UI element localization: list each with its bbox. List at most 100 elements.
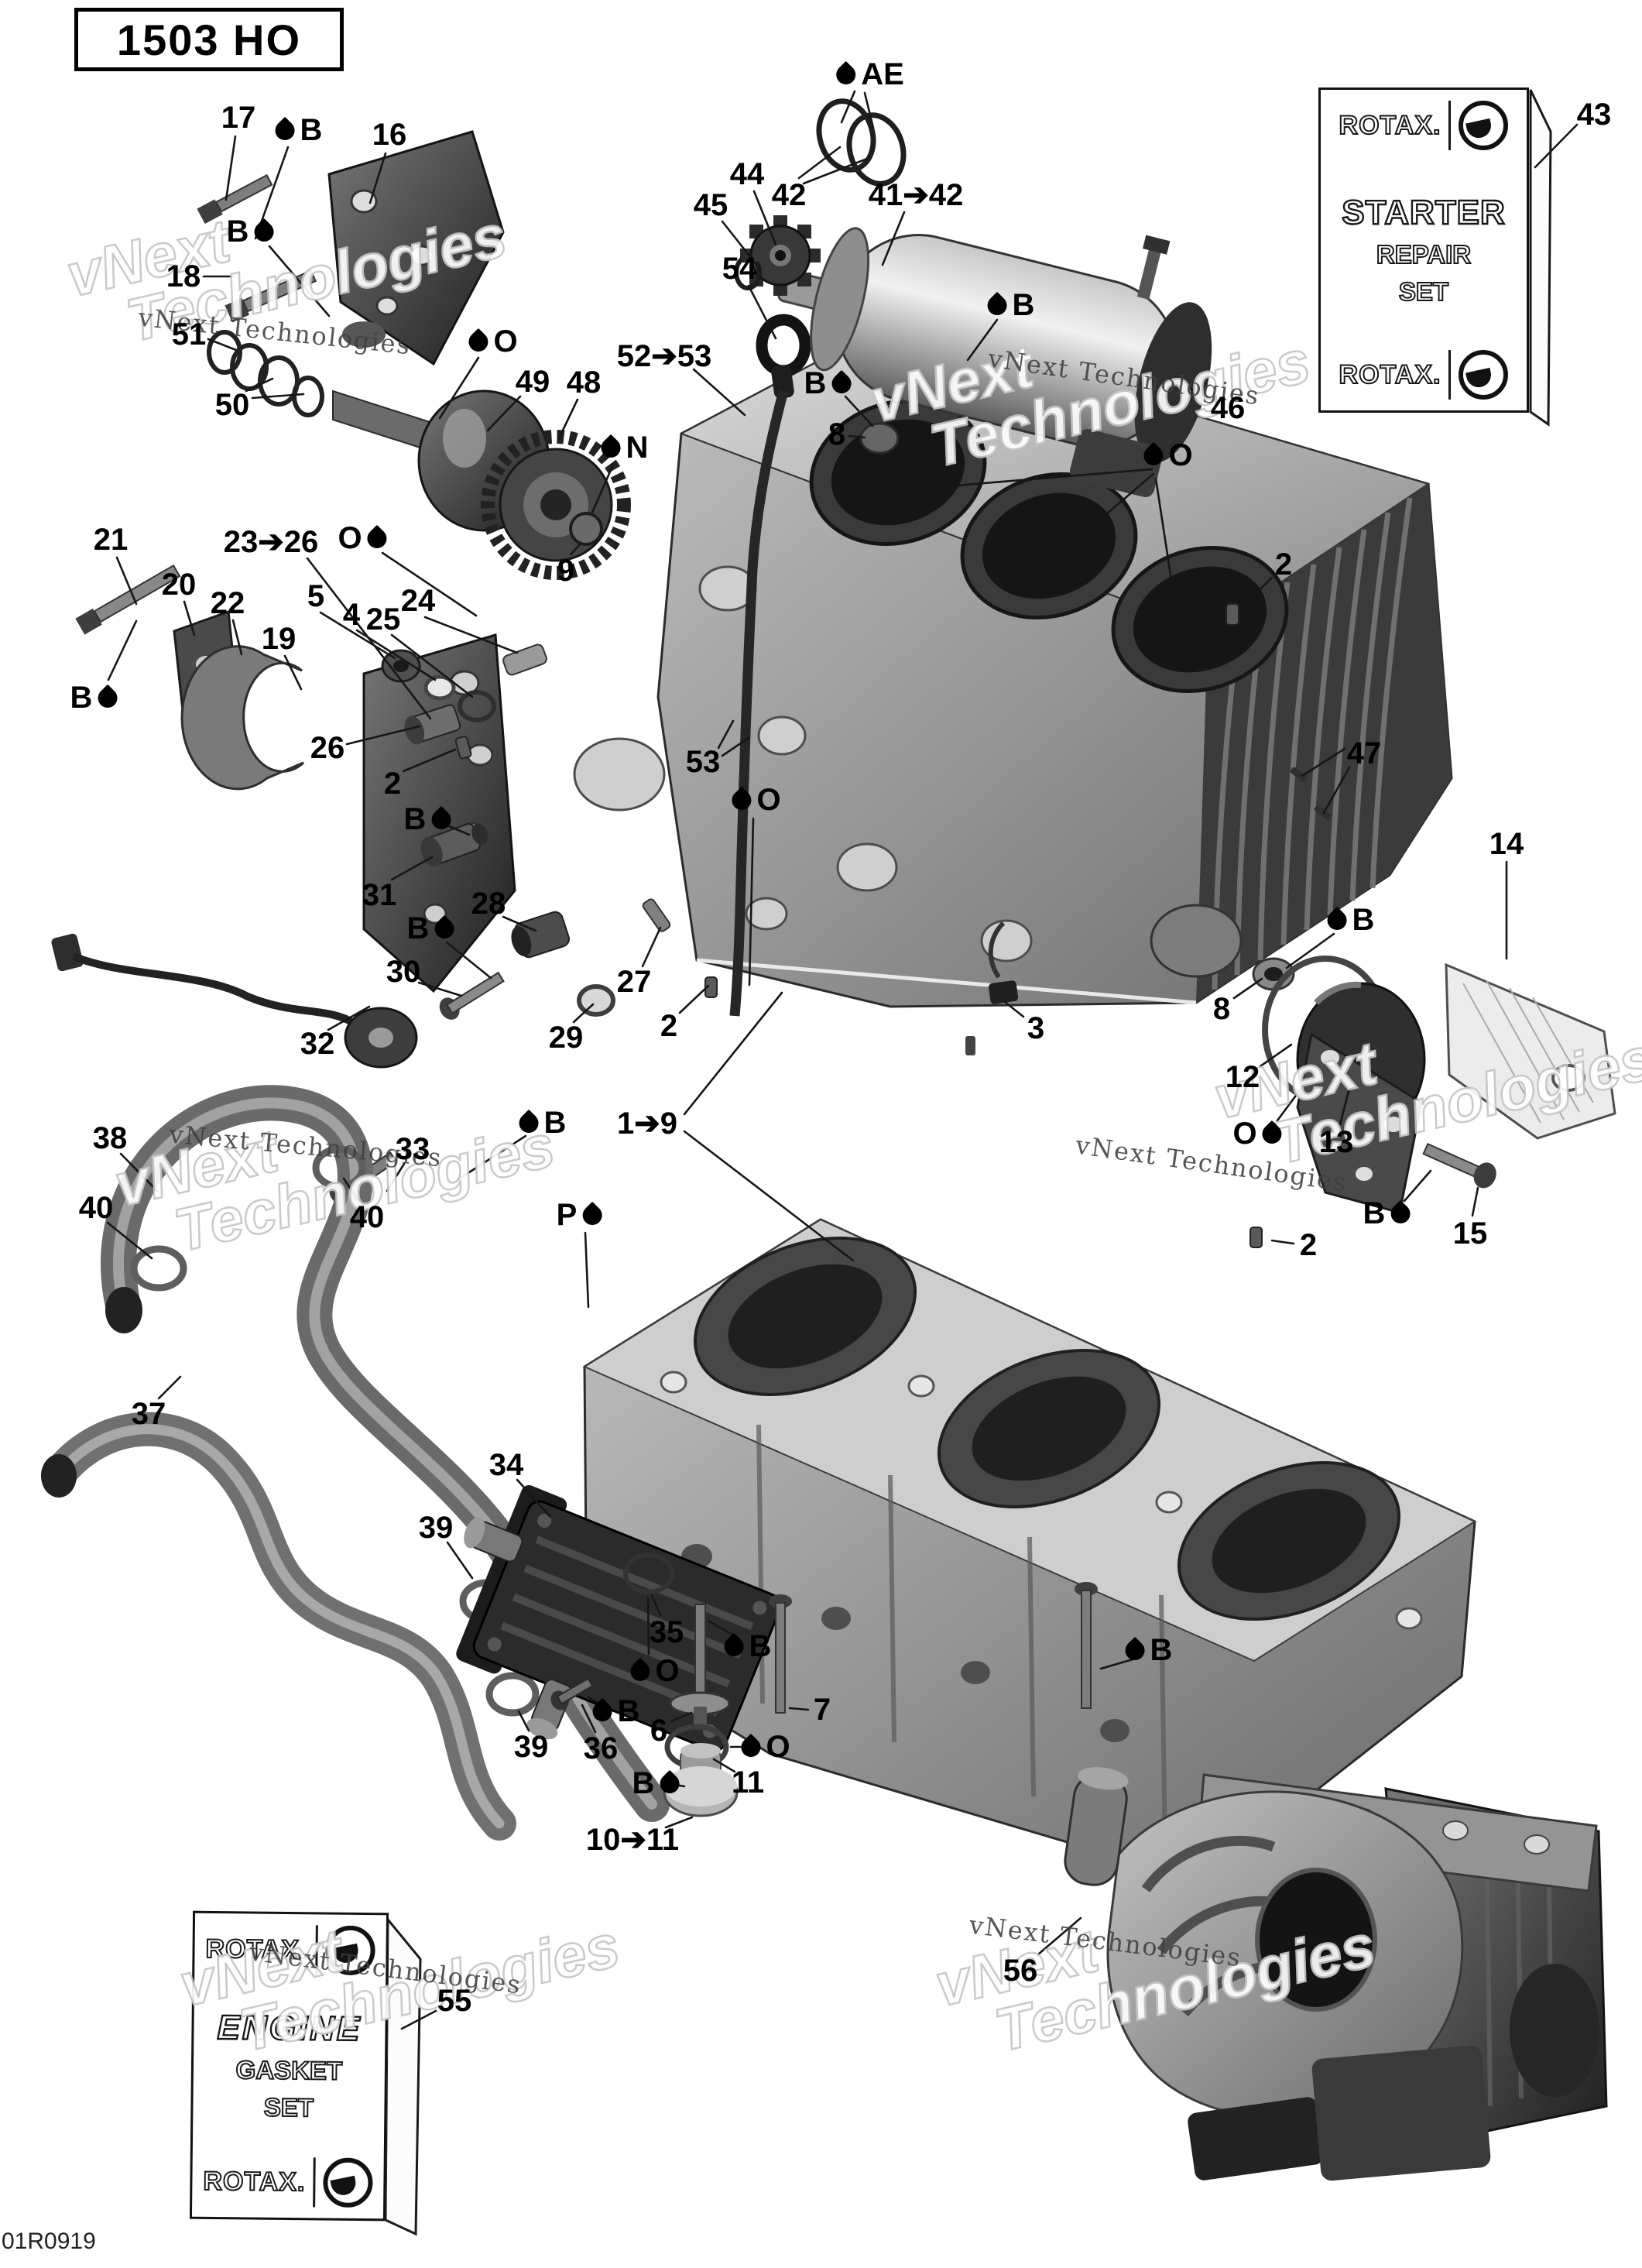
callout-ae: AE [832, 59, 904, 90]
model-title: 1503 HO [116, 15, 302, 64]
case-bolts [663, 1582, 1098, 1817]
callout-3: 3 [1027, 1013, 1044, 1044]
callout-4: 4 [343, 599, 360, 630]
callout-55: 55 [437, 1985, 472, 2016]
callout-34: 34 [489, 1450, 524, 1481]
cylinder-block [573, 324, 1453, 1008]
engine-gasket-set-box: ROTAX. ENGINE GASKET SET ROTAX. [189, 1910, 389, 2222]
leader-line [225, 135, 237, 201]
pto-cover-group [1252, 956, 1616, 1214]
callout-text: B [403, 802, 427, 836]
starter-drive-gear [734, 215, 821, 296]
oil-plug [663, 1743, 739, 1817]
divider [1448, 350, 1452, 400]
callout-39: 39 [419, 1512, 454, 1543]
leader-line [402, 748, 457, 773]
callout-text: 48 [566, 365, 602, 400]
callout-text: 47 [1346, 736, 1382, 770]
callout-b: B [227, 216, 278, 247]
leader-line [1270, 1239, 1295, 1245]
callout-text: 41➔42 [868, 178, 964, 212]
callout-b: B [632, 1768, 684, 1799]
callout-b: B [271, 115, 322, 146]
callout-2: 2 [1275, 549, 1292, 580]
callout-text: 10➔11 [585, 1823, 680, 1857]
callout-text: 55 [437, 1984, 472, 2018]
leader-line [417, 981, 463, 997]
leader-line [1003, 1000, 1025, 1018]
callout-6: 6 [650, 1715, 667, 1746]
leader-line [557, 398, 579, 440]
callout-text: B [804, 366, 827, 400]
callout-text: 17 [221, 101, 256, 135]
leader-line [423, 616, 519, 654]
leader-line [516, 1478, 551, 1518]
leader-line [678, 984, 710, 1014]
starter-box-fold [1529, 89, 1552, 427]
lubricant-drop-icon [430, 914, 458, 942]
leader-line [390, 633, 474, 698]
leader-line [207, 338, 238, 352]
leader-line [670, 1711, 693, 1723]
callout-text: 56 [1003, 1954, 1038, 1988]
callout-b: B [1363, 1198, 1414, 1229]
lubricant-drop-icon [1140, 441, 1167, 469]
leader-line [712, 1758, 736, 1773]
callout-text: N [626, 431, 649, 465]
callout-b: B [1323, 904, 1374, 935]
callout-text: 39 [513, 1730, 549, 1764]
callout-text: O [655, 1654, 680, 1688]
leader-line [848, 434, 866, 439]
callout-31: 31 [362, 880, 397, 911]
leader-line [517, 1710, 530, 1732]
leader-line [908, 468, 1154, 491]
callout-text: 43 [1576, 98, 1612, 132]
kit-subtitle: REPAIR [1376, 239, 1472, 269]
lower-crankcase [582, 1218, 1477, 1883]
lubricant-drop-icon [515, 1109, 543, 1137]
callout-47: 47 [1347, 738, 1382, 769]
callout-text: O [493, 324, 518, 359]
callout-44: 44 [730, 159, 765, 190]
callout-text: 9 [557, 554, 575, 588]
callout-b: B [588, 1696, 639, 1727]
leader-line [107, 619, 138, 681]
plug-8 [859, 422, 900, 455]
callout-8: 8 [828, 419, 845, 450]
rotax-logo-text: ROTAX. [1339, 359, 1441, 390]
callout-40: 40 [350, 1202, 385, 1233]
callout-o: O [338, 523, 391, 554]
callout-text: O [756, 783, 781, 817]
callout-b: B [983, 290, 1034, 321]
callout-text: 23➔26 [223, 525, 319, 559]
callout-text: 28 [471, 887, 506, 921]
screw-36 [550, 1677, 594, 1710]
callout-text: 18 [166, 259, 201, 293]
callout-text: 7 [813, 1693, 831, 1727]
callout-23-26: 23➔26 [224, 527, 319, 558]
callout-14: 14 [1489, 829, 1524, 860]
lubricant-drop-icon [363, 524, 391, 552]
callout-text: B [749, 1629, 772, 1663]
leader-line [752, 190, 777, 246]
callout-30: 30 [386, 956, 421, 987]
leader-line [802, 157, 869, 185]
lubricant-drop-icon [1258, 1120, 1286, 1148]
brp-gear-logo-icon [1459, 350, 1509, 400]
callout-text: 40 [349, 1200, 385, 1234]
callout-35: 35 [650, 1617, 684, 1648]
lubricant-drop-icon [728, 786, 756, 814]
leader-line [1339, 1084, 1352, 1126]
brp-gear-logo-icon [325, 1925, 375, 1976]
leader-line [157, 1375, 182, 1400]
leader-line [572, 1003, 595, 1024]
leader-line [446, 1541, 474, 1580]
callout-o: O [1140, 440, 1193, 471]
leader-line [1099, 1658, 1134, 1670]
callout-p: P [557, 1199, 606, 1230]
leader-line [115, 556, 138, 606]
leader-line [345, 725, 421, 746]
callout-45: 45 [694, 190, 728, 221]
callout-text: B [1150, 1633, 1173, 1667]
